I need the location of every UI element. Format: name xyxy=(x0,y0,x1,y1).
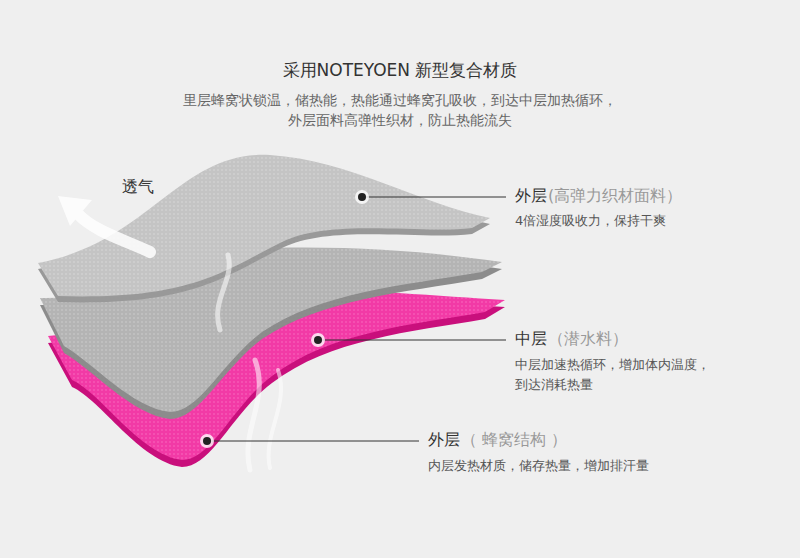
layer-description: 4倍湿度吸收力，保持干爽 xyxy=(515,212,666,230)
arrow-shaft xyxy=(78,214,150,252)
leader-line xyxy=(207,441,419,442)
fabric-layer xyxy=(38,155,490,303)
leader-dot xyxy=(358,193,366,201)
wisp xyxy=(248,360,259,470)
heat-wisps xyxy=(218,255,281,470)
wisp xyxy=(218,255,230,330)
title: 采用NOTEYOEN 新型复合材质 xyxy=(0,59,800,82)
leader-dot-ring xyxy=(355,190,369,204)
leader-dot xyxy=(314,336,322,344)
layer-heading: 中层 xyxy=(515,328,547,350)
leader-lines xyxy=(200,190,506,448)
leader-dot xyxy=(203,437,211,445)
layer-description: 中层加速热循环，增加体内温度， 到达消耗热量 xyxy=(515,355,717,394)
layer-description: 内层发热材质，储存热量，增加排汗量 xyxy=(428,457,649,475)
layer-texture xyxy=(38,155,490,297)
leader-dot-ring xyxy=(200,434,214,448)
layer-heading: 外层 xyxy=(428,429,460,451)
leader-line xyxy=(362,197,506,198)
layer-subheading: （潜水料） xyxy=(548,328,628,350)
wisp xyxy=(269,370,281,468)
breathable-arrow xyxy=(58,196,150,252)
layer-surface xyxy=(38,155,490,297)
leader-dot-ring xyxy=(311,333,325,347)
leader-line xyxy=(318,340,506,341)
arrow-head xyxy=(58,196,92,226)
layer-heading: 外层 xyxy=(515,185,547,207)
subtitle: 里层蜂窝状锁温，储热能，热能通过蜂窝孔吸收，到达中层加热循环， 外层面料高弹性织… xyxy=(180,90,620,131)
layer-subheading: （ 蜂窝结构 ） xyxy=(461,429,567,451)
breathable-label: 透气 xyxy=(122,176,154,198)
layer-subheading: (高弹力织材面料） xyxy=(548,185,682,207)
